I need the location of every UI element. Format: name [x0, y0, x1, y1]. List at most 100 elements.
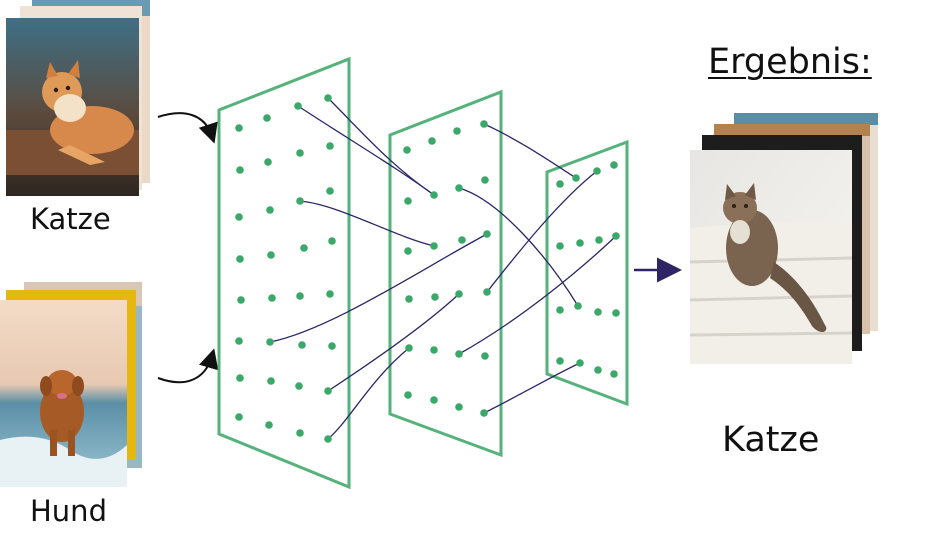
result-photo-stair-edge	[689, 294, 853, 302]
node	[237, 296, 245, 304]
node	[430, 242, 438, 250]
result-cat-ear-right	[745, 183, 756, 200]
node	[576, 239, 584, 247]
node	[266, 338, 274, 346]
node	[296, 292, 304, 300]
cat-photo-chest	[54, 94, 86, 122]
result-title: Ergebnis:	[708, 42, 872, 82]
result-cat-eye	[744, 204, 748, 208]
node	[612, 309, 620, 317]
node	[296, 149, 304, 157]
node	[326, 142, 334, 150]
node	[267, 251, 275, 259]
node	[405, 295, 413, 303]
connection-line	[483, 123, 577, 179]
layer-frame-1	[217, 56, 351, 490]
result-photo-stair-edge	[689, 331, 853, 337]
cat-photo-paws	[58, 145, 105, 165]
node	[431, 293, 439, 301]
node	[556, 180, 564, 188]
node	[455, 184, 463, 192]
cat-photo-eye-right	[65, 85, 71, 91]
node	[574, 302, 582, 310]
input-dog-label: Hund	[30, 494, 107, 528]
node	[556, 357, 564, 365]
node	[267, 377, 275, 385]
input-cat-image-stack	[6, 0, 150, 196]
node	[480, 120, 488, 128]
node	[263, 114, 271, 122]
node	[235, 413, 243, 421]
dog-photo-leg	[50, 430, 57, 456]
node	[556, 242, 564, 250]
curved-arrow-right-icon	[157, 348, 219, 384]
node	[235, 337, 243, 345]
result-cat-head	[723, 192, 757, 224]
connection-line	[327, 347, 410, 440]
dog-photo-tongue	[57, 393, 67, 399]
node	[236, 374, 244, 382]
connection-line	[269, 233, 488, 343]
connection-line	[327, 97, 435, 196]
dog-photo-ear-left	[40, 376, 52, 396]
layer-frame-3	[545, 139, 629, 407]
node	[593, 167, 601, 175]
node	[556, 306, 564, 314]
node	[235, 213, 243, 221]
cat-photo-ear-left	[46, 62, 58, 78]
node	[294, 102, 302, 110]
connection-line	[299, 200, 435, 247]
stack-card-back-edge	[734, 113, 878, 125]
node	[326, 187, 334, 195]
result-value: Katze	[722, 420, 820, 460]
connection-line	[458, 187, 579, 307]
node	[455, 290, 463, 298]
node	[324, 435, 332, 443]
curved-arrow-right-icon	[157, 112, 218, 144]
node	[428, 137, 436, 145]
node	[594, 308, 602, 316]
node	[326, 290, 334, 298]
node	[430, 191, 438, 199]
node	[594, 366, 602, 374]
stack-card-middle-edge	[714, 124, 870, 136]
node	[404, 247, 412, 255]
node	[610, 370, 618, 378]
network-nodes	[235, 94, 620, 443]
stack-card-yellow-side	[127, 290, 136, 460]
cat-photo-ear-right	[68, 60, 80, 78]
node	[430, 346, 438, 354]
node	[295, 382, 303, 390]
node	[264, 158, 272, 166]
result-cat-chest	[730, 220, 750, 244]
result-cat-ear-left	[725, 184, 736, 200]
connection-line	[483, 362, 581, 414]
node	[453, 127, 461, 135]
node	[328, 237, 336, 245]
network-layer-frames	[217, 56, 629, 490]
node	[458, 236, 466, 244]
network-connections	[269, 97, 617, 440]
result-cat-eye	[732, 204, 736, 208]
node	[266, 206, 274, 214]
dog-photo-leg	[68, 430, 75, 456]
connection-line	[327, 293, 460, 392]
dog-photo-body	[40, 382, 84, 442]
input-dog-image-stack	[0, 282, 142, 487]
node	[430, 396, 438, 404]
node	[480, 409, 488, 417]
node	[481, 176, 489, 184]
connection-line	[458, 235, 617, 355]
connection-line	[297, 105, 435, 196]
node	[481, 352, 489, 360]
node	[300, 244, 308, 252]
node	[296, 197, 304, 205]
input-cat-label: Katze	[30, 202, 111, 236]
node	[612, 232, 620, 240]
node	[595, 236, 603, 244]
node	[265, 421, 273, 429]
node	[483, 230, 491, 238]
connection-line	[486, 170, 598, 293]
node	[455, 350, 463, 358]
